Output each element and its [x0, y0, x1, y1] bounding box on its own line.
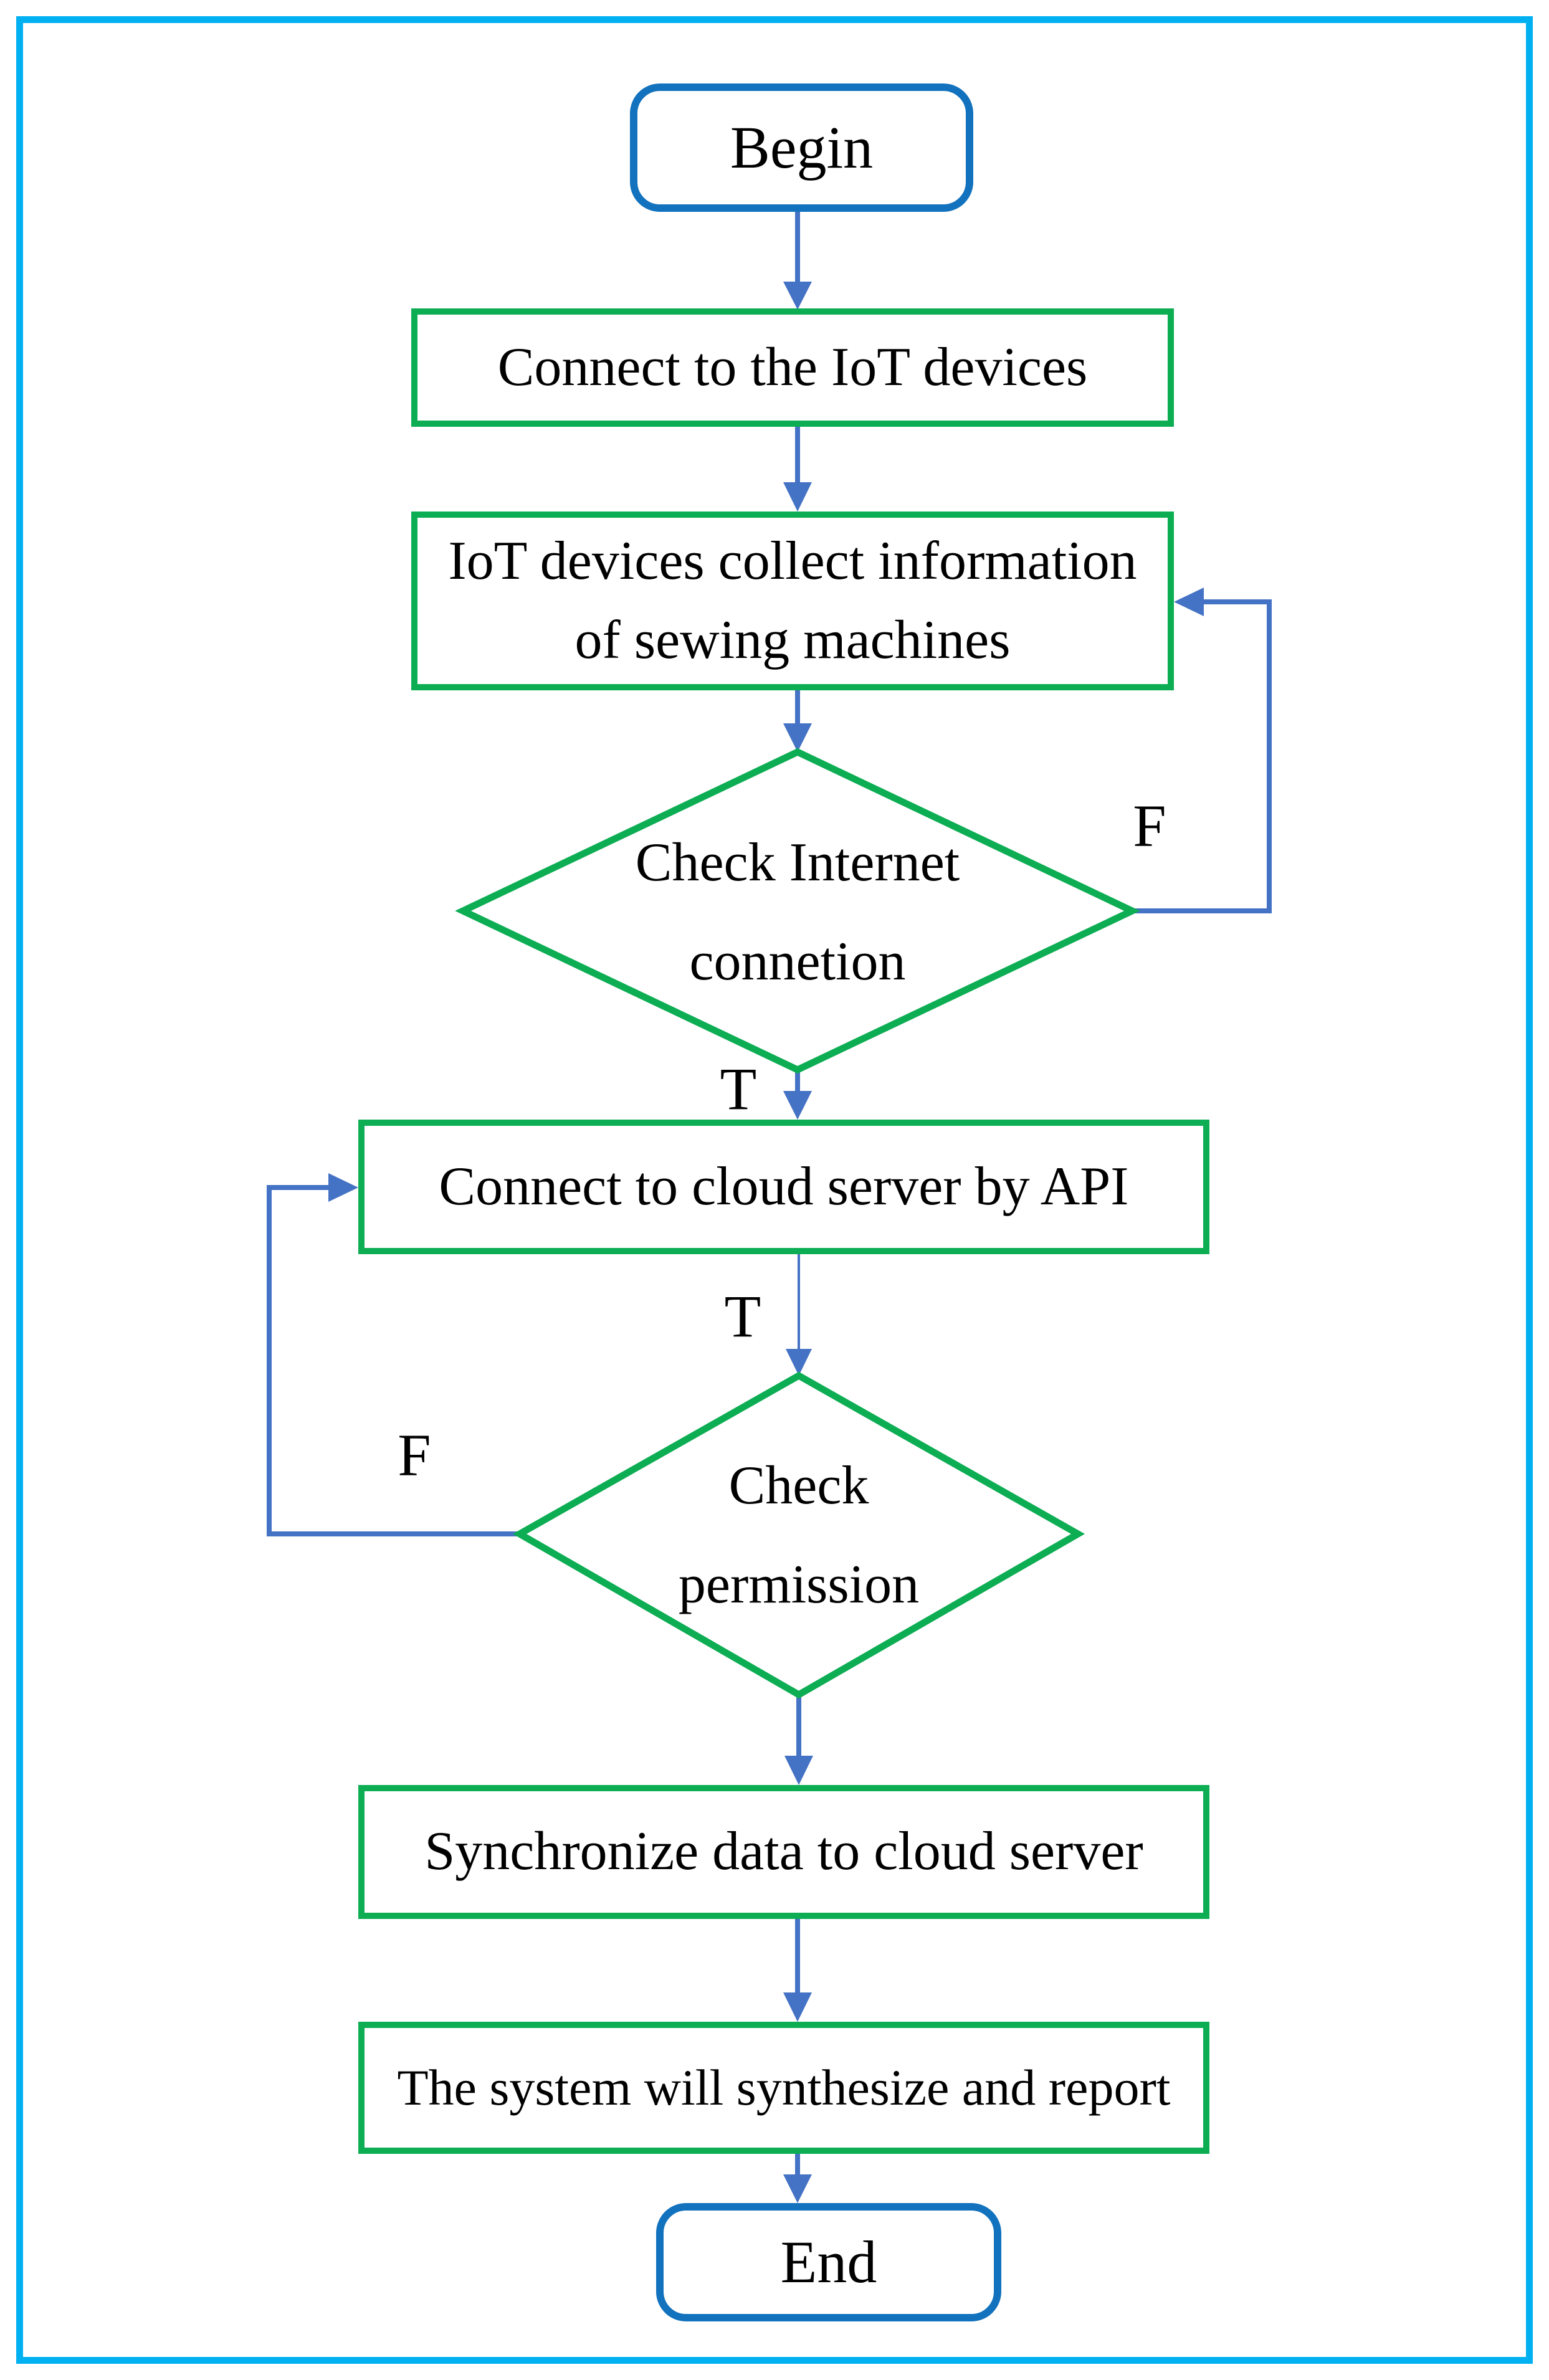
check-permission-line1: Check — [728, 1455, 869, 1516]
process-collect-info: IoT devices collect information of sewin… — [411, 512, 1174, 690]
process-report: The system will synthesize and report — [358, 2022, 1209, 2154]
end-label: End — [780, 2229, 877, 2296]
arrowhead-connect-iot-to-collect — [783, 482, 812, 512]
label-internet-false-text: F — [1133, 792, 1166, 859]
check-permission-line2: permission — [678, 1554, 920, 1615]
label-internet-true-text: T — [720, 1055, 757, 1122]
arrowhead-collect-to-check-internet — [783, 723, 812, 752]
process-connect-iot: Connect to the IoT devices — [411, 308, 1174, 427]
label-permission-false: F — [371, 1417, 458, 1492]
decision-check-internet-shape — [455, 748, 1140, 1074]
arrowhead-permission-to-sync — [784, 1756, 813, 1785]
label-permission-false-text: F — [398, 1421, 431, 1488]
label-cloud-true: T — [699, 1278, 786, 1353]
process-sync-data-label: Synchronize data to cloud server — [424, 1821, 1143, 1882]
check-internet-line1: Check Internet — [635, 832, 960, 893]
arrowhead-permission-false-loop — [328, 1173, 358, 1202]
process-connect-cloud-label: Connect to cloud server by API — [439, 1156, 1129, 1217]
arrowhead-begin-to-connect-iot — [783, 282, 812, 310]
process-collect-info-line2: of sewing machines — [574, 609, 1011, 670]
arrowhead-sync-to-report — [783, 1992, 812, 2022]
decision-check-internet-text: Check Internet connetion — [525, 804, 1070, 1022]
decision-check-permission-text: Check permission — [565, 1428, 1032, 1643]
label-internet-false: F — [1106, 788, 1193, 863]
begin-terminator: Begin — [630, 83, 973, 212]
decision-check-permission-shape — [512, 1371, 1085, 1699]
arrowhead-report-to-end — [783, 2174, 812, 2203]
process-connect-iot-label: Connect to the IoT devices — [497, 336, 1088, 397]
end-terminator: End — [656, 2203, 1001, 2321]
arrowhead-internet-false-loop — [1174, 588, 1204, 616]
check-internet-line2: connetion — [689, 931, 906, 992]
outer-frame — [16, 16, 1533, 2364]
begin-label: Begin — [730, 114, 874, 181]
arrowhead-internet-true — [783, 1091, 812, 1120]
process-report-label: The system will synthesize and report — [397, 2059, 1171, 2116]
arrowhead-cloud-to-check-permission — [786, 1349, 812, 1376]
label-cloud-true-text: T — [724, 1282, 761, 1349]
process-sync-data: Synchronize data to cloud server — [358, 1785, 1209, 1919]
arrow-internet-false-loop — [1132, 599, 1272, 913]
label-internet-true: T — [695, 1051, 782, 1126]
process-connect-cloud: Connect to cloud server by API — [358, 1120, 1209, 1254]
process-collect-info-line1: IoT devices collect information — [448, 530, 1137, 591]
arrow-permission-false-loop — [267, 1185, 520, 1536]
